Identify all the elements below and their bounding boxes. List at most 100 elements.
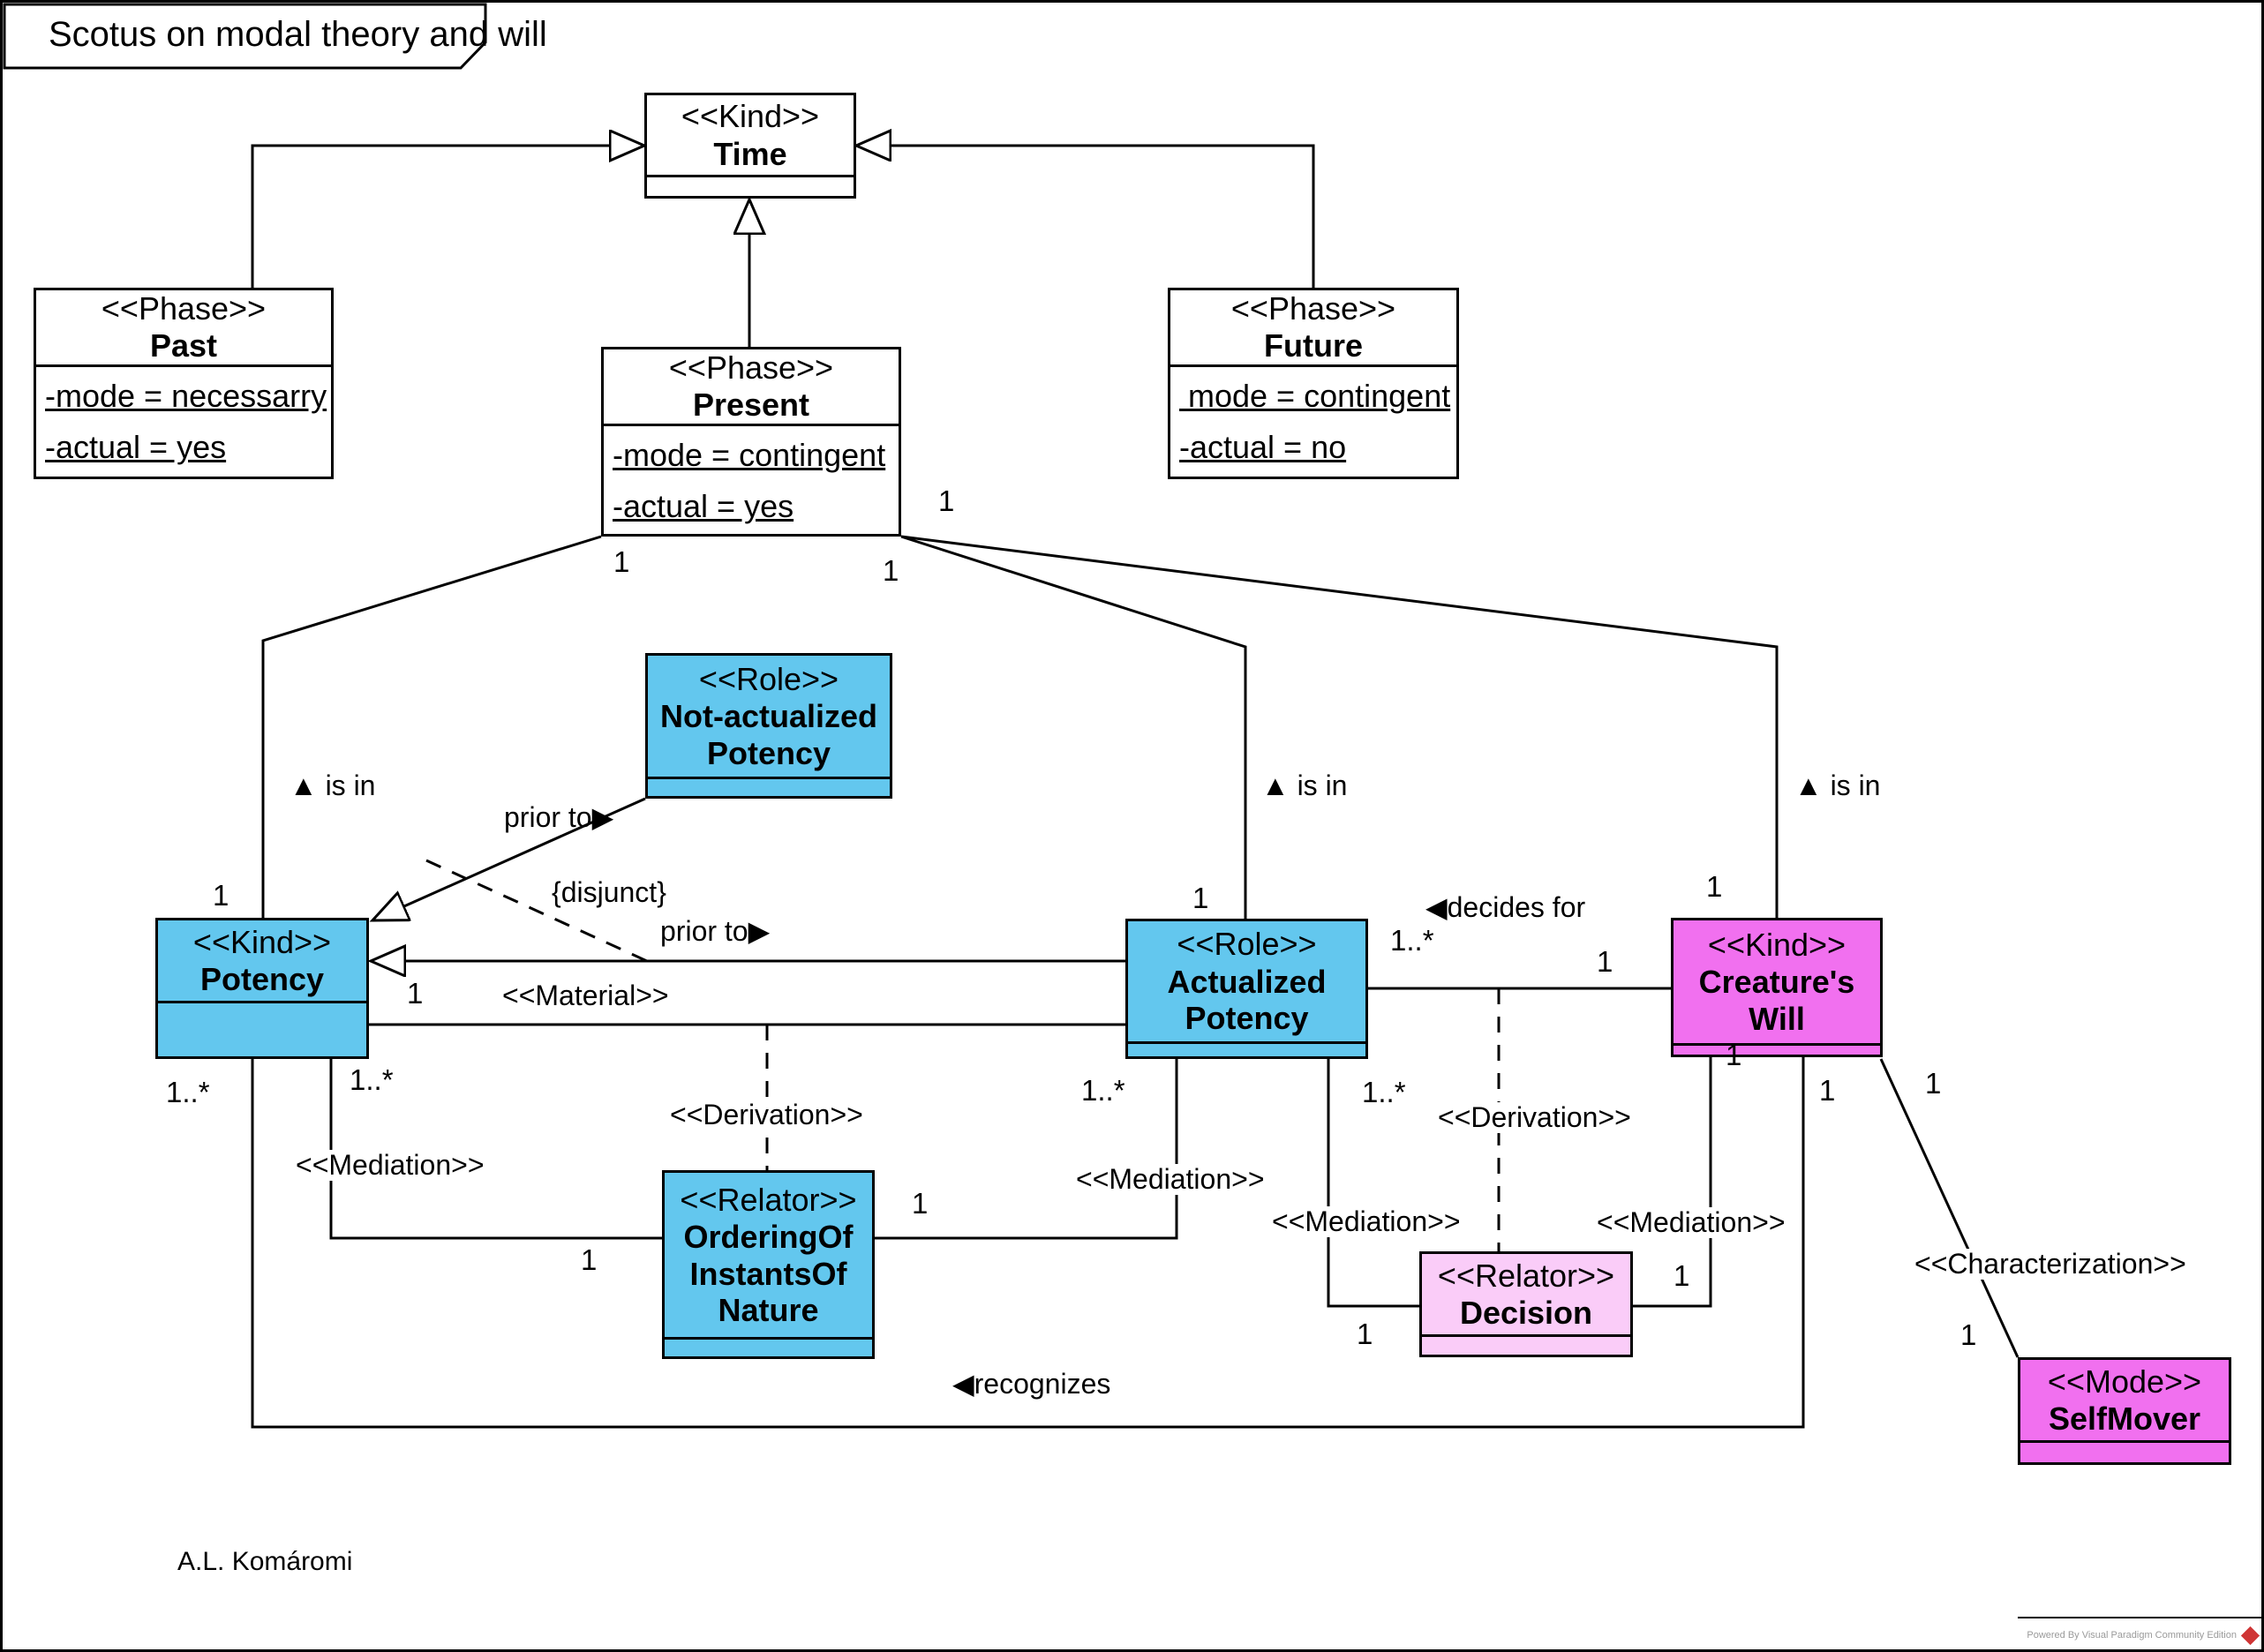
association-isin-actualized[interactable]: [900, 535, 1247, 919]
edge-label-mediation: <<Mediation>>: [1593, 1206, 1789, 1239]
stereotype: <<Phase>>: [668, 349, 834, 386]
stereotype: <<Relator>>: [1437, 1257, 1615, 1294]
generalization-notactualized-potency[interactable]: [372, 797, 646, 920]
mediation-decision-creatures-will[interactable]: [1633, 1057, 1712, 1308]
attributes-compartment: [665, 1340, 872, 1356]
attribute: -actual = no: [1179, 429, 1347, 466]
class-name: Decision: [1459, 1295, 1593, 1332]
multiplicity: 1: [1925, 1067, 1942, 1100]
class-decision[interactable]: <<Relator>> Decision: [1419, 1251, 1633, 1357]
class-name: Actualized Potency: [1167, 963, 1327, 1037]
class-name: Future: [1264, 327, 1363, 364]
multiplicity: 1: [581, 1243, 598, 1276]
edge-label-is-in: ▲ is in: [1794, 770, 1881, 801]
constraint-disjunct-line[interactable]: [425, 859, 648, 963]
stereotype: <<Kind>>: [681, 98, 820, 135]
multiplicity: 1: [938, 484, 955, 517]
generalization-past-time[interactable]: [251, 146, 644, 288]
mediation-actualized-decision[interactable]: [1327, 1059, 1419, 1308]
attributes-compartment: [1422, 1337, 1630, 1355]
diagram-title: Scotus on modal theory and will: [49, 15, 547, 54]
multiplicity: 1: [1357, 1318, 1373, 1350]
visual-paradigm-logo-icon: [2240, 1626, 2260, 1645]
edge-label-prior-to: prior to▶: [660, 915, 771, 947]
stereotype: <<Kind>>: [192, 923, 332, 960]
author-credit: A.L. Komáromi: [177, 1547, 353, 1576]
edge-label-material: <<Material>>: [502, 980, 669, 1011]
class-actualized-potency[interactable]: <<Role>> Actualized Potency: [1125, 919, 1368, 1059]
attributes-compartment: [647, 177, 854, 196]
stereotype: <<Phase>>: [101, 290, 267, 327]
attribute: -actual = yes: [613, 488, 794, 525]
class-name: Time: [713, 135, 787, 172]
powered-by-bar: Powered By Visual Paradigm Community Edi…: [2018, 1617, 2261, 1649]
multiplicity: 1: [1819, 1074, 1836, 1107]
powered-by-text: Powered By Visual Paradigm Community Edi…: [2027, 1630, 2237, 1641]
edge-label-mediation: <<Mediation>>: [1072, 1163, 1268, 1196]
connector-layer: [3, 3, 2020, 1429]
class-name: Past: [149, 327, 218, 364]
edge-label-is-in: ▲ is in: [1261, 770, 1348, 801]
association-characterization[interactable]: [1879, 1058, 2020, 1358]
multiplicity: 1: [1726, 1039, 1742, 1071]
association-isin-creatures-will[interactable]: [900, 535, 1779, 918]
edge-label-characterization: <<Characterization>>: [1911, 1248, 2190, 1280]
association-isin-potency[interactable]: [261, 535, 602, 918]
class-ordering-of-instants-of-nature[interactable]: <<Relator>> OrderingOf InstantsOf Nature: [662, 1170, 875, 1359]
attributes-compartment: [648, 779, 890, 796]
class-future[interactable]: <<Phase>> Future mode = contingent -actu…: [1168, 288, 1459, 479]
class-selfmover[interactable]: <<Mode>> SelfMover: [2018, 1357, 2231, 1465]
multiplicity: 1..*: [1081, 1074, 1125, 1107]
class-name: OrderingOf InstantsOf Nature: [683, 1219, 854, 1328]
edge-label-derivation: <<Derivation>>: [1434, 1101, 1635, 1134]
generalization-future-time[interactable]: [856, 146, 1315, 288]
multiplicity: 1: [613, 545, 630, 578]
edge-label-recognizes: ◀recognizes: [952, 1368, 1111, 1400]
class-time[interactable]: <<Kind>> Time: [644, 93, 856, 199]
attributes-compartment: -mode = necessarry -actual = yes: [36, 367, 331, 477]
attributes-compartment: [2020, 1443, 2229, 1462]
class-potency[interactable]: <<Kind>> Potency: [155, 918, 369, 1059]
multiplicity: 1..*: [350, 1063, 394, 1096]
multiplicity: 1: [912, 1187, 929, 1220]
stereotype: <<Kind>>: [1707, 926, 1847, 963]
mediation-potency-ordering[interactable]: [329, 1059, 662, 1240]
attribute: -mode = necessarry: [45, 377, 327, 414]
multiplicity: 1..*: [166, 1076, 210, 1108]
class-name: SelfMover: [2048, 1400, 2201, 1438]
stereotype: <<Mode>>: [2047, 1363, 2202, 1400]
class-name: Creature's Will: [1698, 964, 1855, 1037]
edge-label-is-in: ▲ is in: [290, 770, 376, 801]
edge-label-decides-for: ◀decides for: [1425, 891, 1586, 923]
attribute: mode = contingent: [1179, 377, 1451, 414]
attribute: -mode = contingent: [613, 436, 886, 473]
mediation-actualized-ordering[interactable]: [875, 1059, 1178, 1240]
edge-label-disjunct: {disjunct}: [552, 876, 666, 908]
class-not-actualized-potency[interactable]: <<Role>> Not-actualized Potency: [645, 653, 892, 799]
multiplicity: 1: [1597, 945, 1613, 978]
multiplicity: 1: [407, 977, 424, 1010]
multiplicity: 1..*: [1390, 924, 1434, 957]
attributes-compartment: -mode = contingent -actual = yes: [604, 426, 899, 537]
stereotype: <<Relator>>: [680, 1181, 857, 1218]
class-name: Not-actualized Potency: [659, 698, 878, 771]
edge-label-mediation: <<Mediation>>: [1268, 1205, 1464, 1238]
stereotype: <<Role>>: [698, 660, 839, 697]
multiplicity: 1: [1706, 870, 1723, 903]
attribute: -actual = yes: [45, 429, 227, 466]
multiplicity: 1..*: [1362, 1076, 1406, 1108]
multiplicity: 1: [1960, 1318, 1977, 1351]
multiplicity: 1: [1674, 1259, 1690, 1292]
stereotype: <<Role>>: [1177, 926, 1317, 963]
edge-label-mediation: <<Mediation>>: [292, 1149, 488, 1182]
class-present[interactable]: <<Phase>> Present -mode = contingent -ac…: [601, 347, 901, 537]
association-recognizes[interactable]: [251, 1057, 1805, 1429]
title-tab: [3, 3, 487, 70]
class-creatures-will[interactable]: <<Kind>> Creature's Will: [1671, 918, 1883, 1057]
multiplicity: 1: [213, 879, 229, 912]
attributes-compartment: [1674, 1046, 1880, 1055]
stereotype: <<Phase>>: [1230, 290, 1396, 327]
class-name: Present: [692, 387, 810, 424]
class-past[interactable]: <<Phase>> Past -mode = necessarry -actua…: [34, 288, 334, 479]
